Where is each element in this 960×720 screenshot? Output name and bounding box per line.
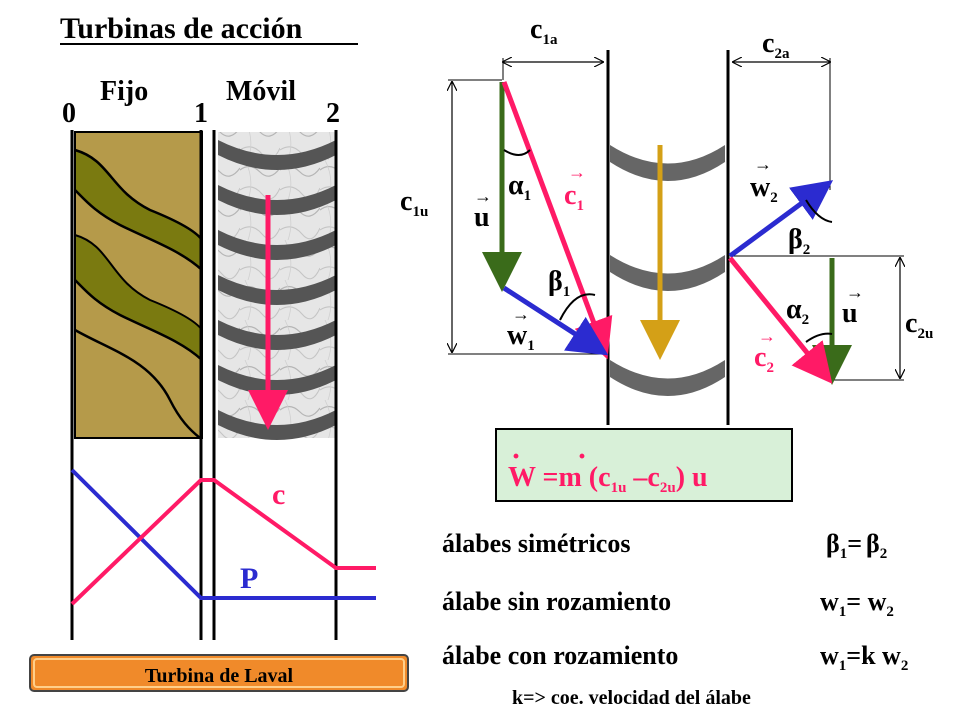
- w1-vec-mark: →: [512, 304, 530, 324]
- alpha1-label: α1: [508, 170, 531, 204]
- c2a-label: c2a: [762, 28, 790, 62]
- moving-label: Móvil: [226, 76, 296, 107]
- u-inlet-label: u: [474, 202, 490, 233]
- c2u-label: c2u: [905, 308, 933, 342]
- alpha1-arc: [503, 149, 531, 156]
- c1-vector: [501, 81, 613, 360]
- beta2-arc: [805, 199, 833, 223]
- laval-label: Turbina de Laval: [145, 665, 294, 687]
- work-formula-text: W =m (c1u –c2u) u: [508, 462, 708, 496]
- moving-blades: [218, 132, 336, 440]
- w1-vector: [502, 285, 609, 356]
- beta2-label: β2: [788, 224, 810, 258]
- w2-vector: [728, 180, 834, 259]
- fixed-label: Fijo: [100, 76, 148, 107]
- w1-label: w1: [507, 320, 535, 354]
- pressure-label: P: [240, 562, 258, 595]
- c1a-label: c1a: [530, 14, 558, 48]
- w2-vec-mark: →: [754, 154, 772, 174]
- c2-vec-mark: →: [758, 326, 776, 346]
- pressure-profile: [70, 468, 376, 600]
- m-dot-mark: ·: [577, 440, 587, 473]
- velocity-profile: [70, 478, 376, 606]
- c2-label: c2: [754, 342, 774, 376]
- velocity-coefficient-note: k=> coe. velocidad del álabe: [512, 687, 751, 709]
- c1-label: c1: [564, 180, 584, 214]
- rotor-blades: [610, 145, 725, 396]
- page-title: Turbinas de acción: [60, 12, 303, 45]
- section-0-label: 0: [62, 98, 76, 129]
- u-outlet-vec-mark: →: [846, 282, 864, 302]
- section-2-label: 2: [326, 98, 340, 129]
- section-1-label: 1: [194, 98, 208, 129]
- c1u-label: c1u: [400, 186, 428, 220]
- w2-label: w2: [750, 172, 778, 206]
- alpha2-arc: [805, 332, 833, 343]
- u-inlet-vec-mark: →: [474, 186, 492, 206]
- u-outlet-label: u: [842, 298, 858, 329]
- c2-vector: [728, 256, 833, 384]
- work-formula: W =m (c1u –c2u) u · ·: [495, 428, 793, 502]
- laval-badge: Turbina de Laval: [29, 654, 409, 692]
- velocity-label: c: [272, 478, 285, 511]
- c1-vec-mark: →: [568, 162, 586, 182]
- fixed-nozzle: [74, 131, 204, 439]
- w-dot-mark: ·: [511, 440, 521, 473]
- beta1-label: β1: [548, 266, 570, 300]
- beta1-arc: [559, 293, 596, 321]
- alpha2-label: α2: [786, 294, 809, 328]
